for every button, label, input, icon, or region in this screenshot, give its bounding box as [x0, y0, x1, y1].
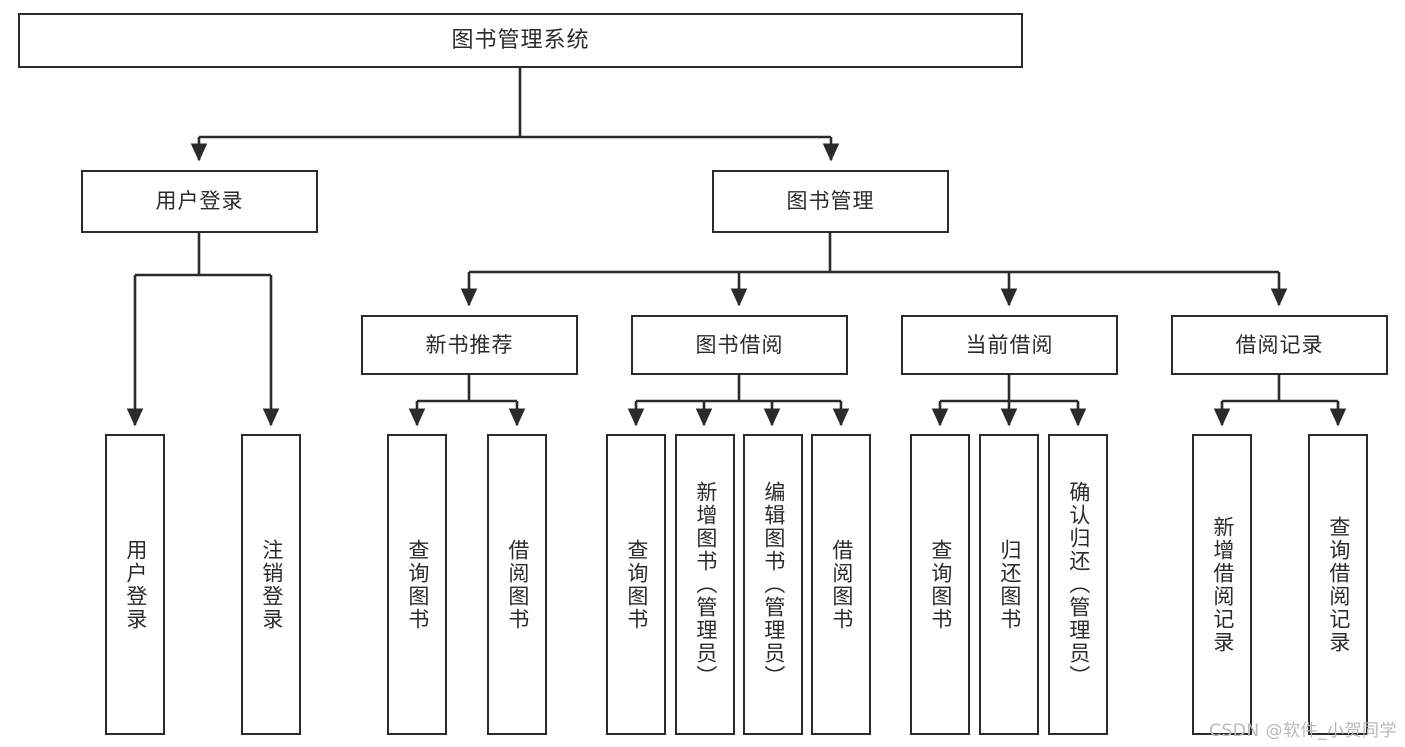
node-label: 借阅图书: [829, 538, 854, 631]
leaf-return-book[interactable]: 归还图书: [979, 434, 1039, 735]
leaf-borrow-book[interactable]: 借阅图书: [811, 434, 871, 735]
node-label: 新增借阅记录: [1210, 515, 1235, 654]
node-label: 新增图书（管理员）: [693, 481, 718, 688]
node-label: 查询借阅记录: [1326, 515, 1351, 654]
node-label: 编辑图书（管理员）: [761, 481, 786, 688]
leaf-query-book-borrow[interactable]: 查询图书: [606, 434, 666, 735]
node-label: 借阅图书: [505, 538, 530, 631]
leaf-add-borrow-record[interactable]: 新增借阅记录: [1192, 434, 1252, 735]
node-label: 当前借阅: [965, 332, 1054, 357]
node-label: 注销登录: [259, 538, 284, 631]
leaf-query-book-current[interactable]: 查询图书: [910, 434, 970, 735]
leaf-add-book[interactable]: 新增图书（管理员）: [675, 434, 735, 735]
node-current-borrow[interactable]: 当前借阅: [901, 315, 1118, 375]
node-label: 借阅记录: [1235, 332, 1324, 357]
leaf-query-book-recommend[interactable]: 查询图书: [387, 434, 447, 735]
node-borrow-record[interactable]: 借阅记录: [1171, 315, 1388, 375]
node-label: 查询图书: [405, 538, 430, 631]
node-label: 新书推荐: [425, 332, 514, 357]
leaf-user-login[interactable]: 用户登录: [105, 434, 165, 735]
node-label: 确认归还（管理员）: [1066, 481, 1091, 688]
leaf-confirm-return[interactable]: 确认归还（管理员）: [1048, 434, 1108, 735]
node-label: 查询图书: [928, 538, 953, 631]
node-label: 归还图书: [997, 538, 1022, 631]
node-book-borrow[interactable]: 图书借阅: [631, 315, 848, 375]
node-new-book-recommend[interactable]: 新书推荐: [361, 315, 578, 375]
leaf-edit-book[interactable]: 编辑图书（管理员）: [743, 434, 803, 735]
node-label: 用户登录: [123, 538, 148, 631]
leaf-query-borrow-record[interactable]: 查询借阅记录: [1308, 434, 1368, 735]
node-label: 用户登录: [155, 189, 244, 214]
node-label: 查询图书: [624, 538, 649, 631]
node-root-system[interactable]: 图书管理系统: [18, 13, 1023, 68]
node-label: 图书管理: [786, 189, 875, 214]
leaf-logout-login[interactable]: 注销登录: [241, 434, 301, 735]
node-user-login[interactable]: 用户登录: [81, 170, 318, 233]
node-book-management[interactable]: 图书管理: [712, 170, 949, 233]
node-label: 图书借阅: [695, 332, 784, 357]
watermark-text: CSDN @软件_小贺同学: [1209, 721, 1397, 741]
leaf-borrow-book-recommend[interactable]: 借阅图书: [487, 434, 547, 735]
node-label: 图书管理系统: [451, 27, 590, 53]
